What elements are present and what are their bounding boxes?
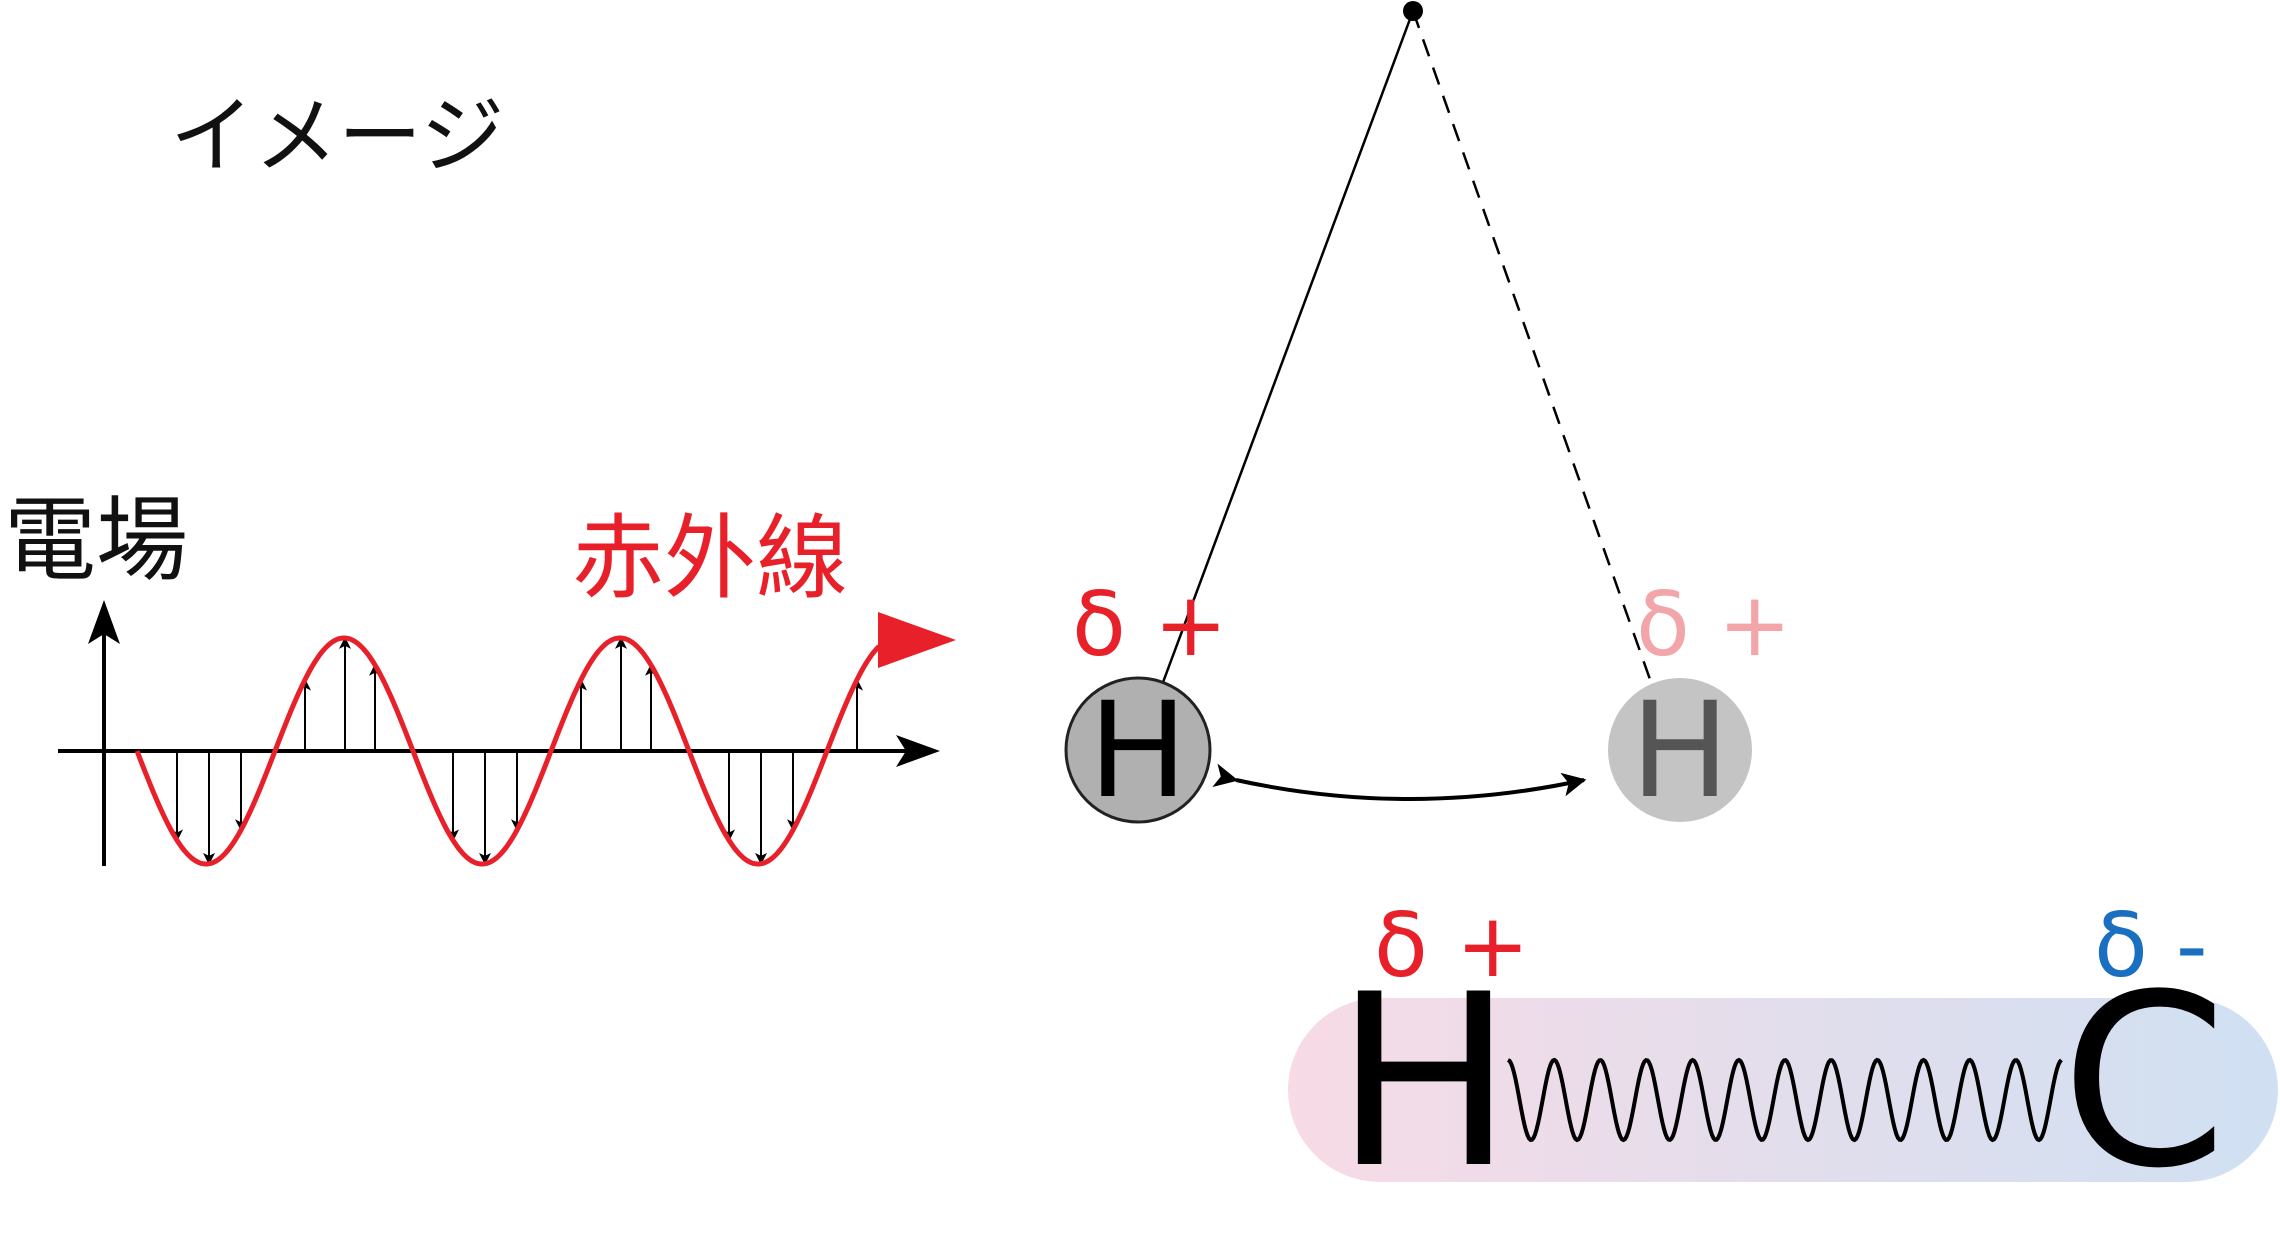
y-axis-arrowhead [88, 600, 120, 644]
right-hydrogen-atom [1608, 678, 1752, 822]
x-axis-arrowhead [896, 735, 940, 767]
ir-wave-curve [134, 635, 881, 867]
hc-bond-group: H C δ + δ - [1288, 894, 2278, 1221]
bond-hydrogen-charge: δ + [1374, 894, 1530, 997]
pendulum-string-dashed [1411, 10, 1654, 686]
page-title: イメージ [170, 87, 504, 185]
propagation-arrow-icon [878, 612, 956, 668]
bond-spring [1507, 1057, 2063, 1143]
left-hydrogen-charge: δ + [1072, 573, 1228, 676]
wave-label: 赤外線 [572, 505, 848, 612]
swing-double-arrow [1212, 763, 1587, 801]
pendulum-string-solid [1160, 10, 1415, 686]
pendulum-group: H δ + H δ + [1064, 1, 1792, 828]
y-axis-label: 電場 [4, 487, 188, 594]
bond-carbon-charge: δ - [2094, 894, 2208, 997]
left-hydrogen-symbol: H [1088, 674, 1187, 828]
right-hydrogen-charge: δ + [1636, 573, 1792, 676]
field-vector-arrows [171, 636, 863, 865]
bond-hydrogen-symbol: H [1335, 944, 1514, 1221]
left-hydrogen-atom [1064, 676, 1212, 824]
right-hydrogen-symbol: H [1630, 674, 1729, 828]
bond-carbon-symbol: C [2061, 944, 2227, 1221]
wave-panel: 電場 赤外線 [4, 487, 956, 867]
